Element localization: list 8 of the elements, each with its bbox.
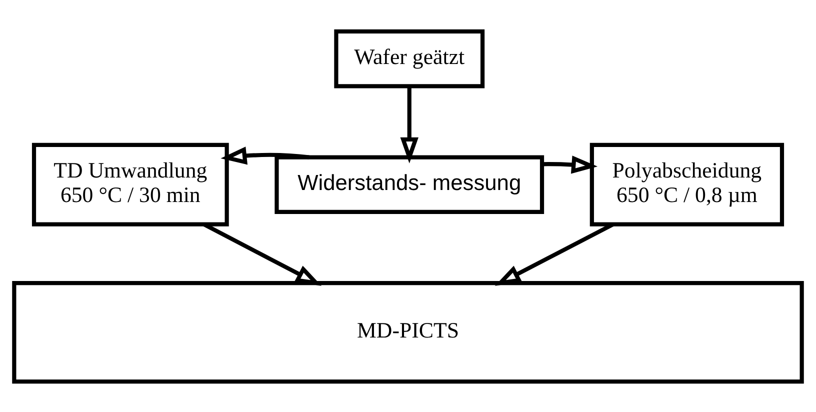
node-box: MD-PICTS	[12, 280, 804, 384]
node-box: Widerstands- messung	[274, 154, 544, 214]
arrow	[400, 86, 418, 163]
node-box: Polyabscheidung 650 °C / 0,8 µm	[590, 142, 784, 226]
arrow	[220, 146, 310, 164]
node-box: TD Umwandlung 650 °C / 30 min	[32, 142, 229, 226]
arrow	[542, 155, 598, 174]
node-box: Wafer geätzt	[334, 28, 485, 88]
